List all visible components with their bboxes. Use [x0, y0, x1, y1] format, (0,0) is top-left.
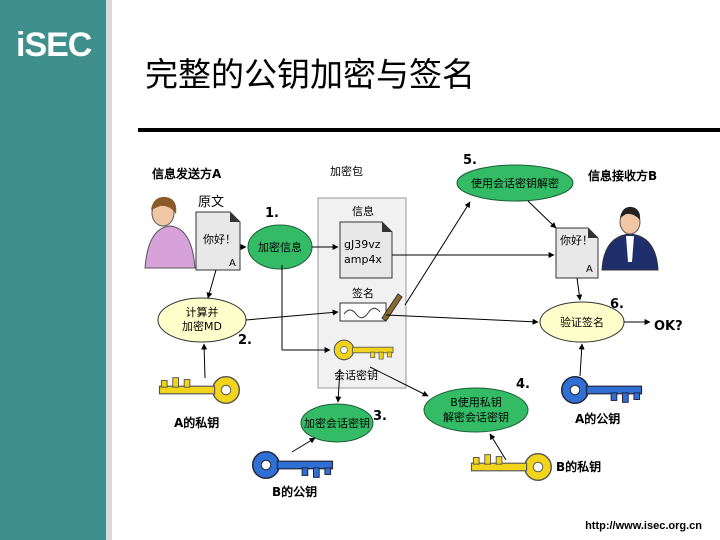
encrypt-info-text: 加密信息	[258, 240, 302, 254]
encrypt-session-key-ellipse	[300, 403, 374, 443]
title-rule	[138, 128, 720, 132]
step-4-label: 4.	[516, 377, 530, 392]
receiver-person	[601, 206, 659, 271]
a-public-key-icon	[560, 375, 643, 405]
slide-title: 完整的公钥加密与签名	[145, 55, 475, 94]
a-public-key-label: A的公钥	[575, 411, 620, 426]
encryption-signature-diagram: 加密包 信息发送方A 信息接收方B 原文 你好！ A 加密信息 1. 信息 gJ…	[144, 153, 683, 499]
signature-label: 签名	[352, 286, 374, 300]
flow-arrows	[201, 200, 651, 461]
b-decrypt-line-2: 解密会话密钥	[443, 410, 509, 424]
step-2-label: 2.	[238, 333, 252, 348]
sender-doc-text: 你好！	[203, 232, 236, 246]
isec-logo: iSEC	[16, 26, 92, 64]
sidebar-edge	[106, 0, 112, 540]
receiver-doc-text: 你好！	[560, 233, 593, 247]
compute-line-2: 加密MD	[182, 319, 222, 333]
ok-label: OK?	[654, 319, 683, 334]
receiver-label: 信息接收方B	[588, 168, 657, 183]
received-document	[555, 227, 599, 279]
footer-url[interactable]: http://www.isec.org.cn	[585, 520, 702, 532]
sender-doc-owner: A	[229, 258, 236, 269]
sidebar-band	[0, 0, 106, 540]
pen-icon	[381, 293, 403, 322]
step-1-label: 1.	[265, 206, 279, 221]
b-decrypt-line-1: B使用私钥	[450, 395, 502, 409]
step-6-label: 6.	[610, 297, 624, 312]
signature-document	[339, 302, 387, 322]
step-5-label: 5.	[463, 153, 477, 168]
sender-person	[144, 196, 196, 269]
compute-line-1: 计算并	[186, 305, 219, 319]
original-text-label: 原文	[198, 195, 224, 210]
original-document	[195, 211, 241, 271]
b-public-key-label: B的公钥	[272, 484, 317, 499]
cipher-line-2: amp4x	[344, 253, 382, 266]
use-session-key-text: 使用会话密钥解密	[471, 176, 559, 190]
step-3-label: 3.	[373, 409, 387, 424]
receiver-doc-owner: A	[586, 264, 593, 275]
package-label: 加密包	[330, 164, 363, 178]
session-key-label: 会话密钥	[334, 368, 378, 382]
info-label: 信息	[352, 204, 374, 218]
verify-signature-text: 验证签名	[560, 315, 604, 329]
b-public-key-icon	[251, 450, 334, 480]
sender-label: 信息发送方A	[152, 166, 222, 181]
use-session-key-ellipse	[456, 164, 574, 202]
b-private-key-label: B的私钥	[556, 459, 601, 474]
cipher-line-1: gJ39vz	[344, 238, 381, 251]
b-private-key-icon	[470, 452, 553, 482]
a-private-key-label: A的私钥	[174, 415, 219, 430]
encrypt-session-key-text: 加密会话密钥	[304, 416, 370, 430]
b-decrypt-session-key-ellipse	[423, 387, 529, 433]
a-private-key-icon	[158, 375, 241, 405]
